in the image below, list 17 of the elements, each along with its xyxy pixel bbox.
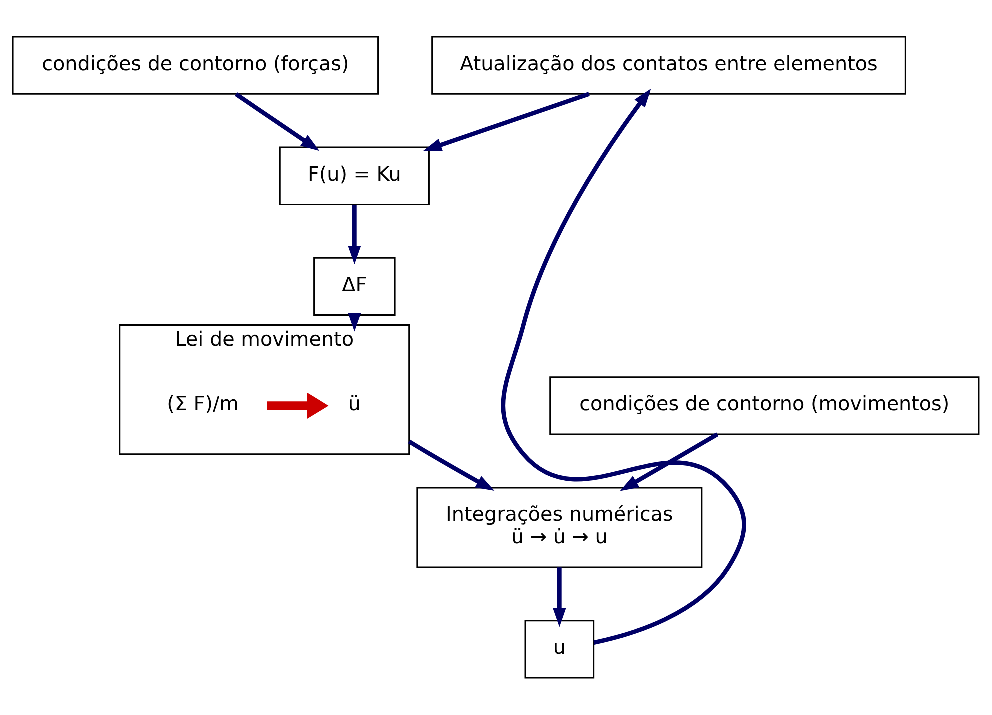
node-box: Integrações numéricas ü → u̇ → u <box>416 487 703 568</box>
arrow <box>348 205 362 265</box>
arrow <box>620 432 719 492</box>
node-text: ü <box>348 392 361 416</box>
node-box: F(u) = Ku <box>279 146 430 206</box>
arrow <box>408 440 495 492</box>
arrow <box>267 392 329 420</box>
node-text: (Σ F)/m <box>167 392 240 416</box>
arrow <box>234 92 320 152</box>
node-box: condições de contorno (forças) <box>12 36 380 95</box>
arrow <box>553 568 566 628</box>
node-box: Atualização dos contatos entre elementos <box>432 36 906 95</box>
node-box: u <box>524 620 595 679</box>
arrow <box>348 313 362 332</box>
arrow <box>423 92 590 152</box>
node-box: condições de contorno (movimentos) <box>550 376 980 436</box>
arrow <box>501 88 746 645</box>
